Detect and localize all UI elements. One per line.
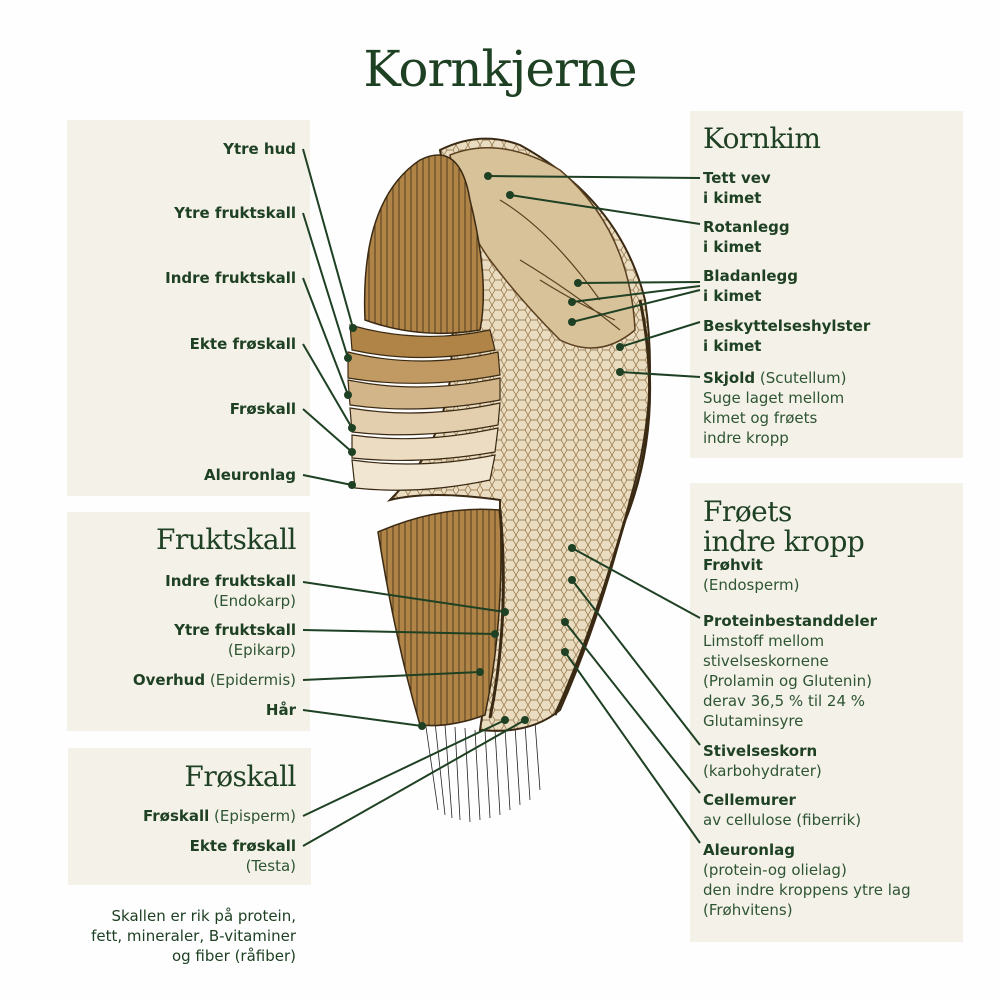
heading-froskall: Frøskall <box>184 760 296 793</box>
label-cellemurer: Cellemurer av cellulose (fiberrik) <box>703 790 861 830</box>
name: Skjold <box>703 369 756 387</box>
label-epidermis: Overhud (Epidermis) <box>133 670 296 690</box>
line: i kimet <box>703 287 762 305</box>
name: Overhud <box>132 671 206 689</box>
leader-lines <box>302 148 701 847</box>
note-line: og fiber (råfiber) <box>171 947 296 965</box>
desc: derav 36,5 % til 24 % <box>703 692 866 710</box>
desc: Glutaminsyre <box>703 712 804 730</box>
desc: kimet og frøets <box>703 409 818 427</box>
label-ytre-fruktskall: Ytre fruktskall <box>174 204 296 222</box>
label-protein: Proteinbestanddeler Limstoff mellom stiv… <box>703 611 877 731</box>
label-episperm: Frøskall (Episperm) <box>143 806 296 826</box>
note: Skallen er rik på protein, fett, mineral… <box>91 906 296 966</box>
sub: (Scutellum) <box>759 369 847 387</box>
note-line: Skallen er rik på protein, <box>111 907 297 925</box>
line: i kimet <box>703 238 762 256</box>
page-title: Kornkjerne <box>363 40 637 98</box>
name: Frøhvit <box>703 556 763 574</box>
sub: (Testa) <box>245 857 296 875</box>
heading-line: indre kropp <box>703 525 865 558</box>
name: Frøskall <box>142 807 210 825</box>
line: Bladanlegg <box>703 267 799 285</box>
desc: (protein-og olielag) <box>703 861 847 879</box>
label-frohvit: Frøhvit (Endosperm) <box>703 555 799 595</box>
panel-kornkim <box>690 111 963 458</box>
panel-layers <box>67 120 310 496</box>
outer-hull-top <box>363 154 485 335</box>
label-bladanlegg: Bladanlegg i kimet <box>703 266 798 306</box>
sub: (Endokarp) <box>213 592 296 610</box>
desc: (Prolamin og Glutenin) <box>703 672 872 690</box>
embryo <box>449 146 636 349</box>
label-testa: Ekte frøskall (Testa) <box>190 836 296 876</box>
label-aleuronlag: Aleuronlag <box>204 466 296 484</box>
heading-fruktskall: Fruktskall <box>155 523 297 556</box>
outer-hull-bottom <box>377 508 502 727</box>
label-ekte-froskall: Ekte frøskall <box>189 335 296 353</box>
desc: Suge laget mellom <box>703 389 845 407</box>
line: i kimet <box>703 189 762 207</box>
note-line: fett, mineraler, B-vitaminer <box>91 927 296 945</box>
line: i kimet <box>703 337 762 355</box>
desc: (Frøhvitens) <box>703 901 793 919</box>
hull-layers <box>347 324 501 491</box>
heading-line: Frøets <box>703 495 792 528</box>
name: Indre fruktskall <box>165 572 296 590</box>
hair-strands <box>424 719 541 823</box>
leader-dots <box>344 172 624 730</box>
heading-frokropp: Frøets indre kropp <box>703 495 865 558</box>
line: Tett vev <box>703 169 771 187</box>
desc: (karbohydrater) <box>703 762 822 780</box>
label-epikarp: Ytre fruktskall (Epikarp) <box>174 620 296 660</box>
desc: av cellulose (fiberrik) <box>703 811 862 829</box>
heading-kornkim: Kornkim <box>703 122 821 155</box>
line: Beskyttelseshylster <box>703 317 871 335</box>
sub: (Episperm) <box>214 807 296 825</box>
panel-fruktskall <box>67 512 310 731</box>
sub: (Epidermis) <box>209 671 296 689</box>
label-skjold: Skjold (Scutellum) Suge laget mellom kim… <box>703 368 846 448</box>
sub: (Epikarp) <box>227 641 296 659</box>
label-ytre-hud: Ytre hud <box>223 140 296 158</box>
name: Ytre fruktskall <box>174 621 296 639</box>
label-endokarp: Indre fruktskall (Endokarp) <box>165 571 296 611</box>
label-tett-vev: Tett vev i kimet <box>703 168 771 208</box>
name: Cellemurer <box>703 791 796 809</box>
label-aleuronlag-indre: Aleuronlag (protein-og olielag) den indr… <box>703 840 911 920</box>
panel-frokropp <box>690 483 963 942</box>
label-rotanlegg: Rotanlegg i kimet <box>703 217 790 257</box>
desc: den indre kroppens ytre lag <box>703 881 911 899</box>
panel-froskall <box>68 748 311 885</box>
name: Stivelseskorn <box>703 742 818 760</box>
desc: indre kropp <box>703 429 789 447</box>
label-froskall: Frøskall <box>229 400 296 418</box>
label-har: Hår <box>265 701 296 719</box>
label-beskyttelseshylster: Beskyttelseshylster i kimet <box>703 316 870 356</box>
desc: (Endosperm) <box>703 576 800 594</box>
desc: Limstoff mellom <box>703 632 825 650</box>
label-indre-fruktskall: Indre fruktskall <box>165 269 296 287</box>
label-stivelseskorn: Stivelseskorn (karbohydrater) <box>703 741 822 781</box>
name: Aleuronlag <box>703 841 795 859</box>
line: Rotanlegg <box>703 218 790 236</box>
name: Proteinbestanddeler <box>703 612 878 630</box>
name: Ekte frøskall <box>189 837 296 855</box>
desc: stivelseskornene <box>703 652 829 670</box>
